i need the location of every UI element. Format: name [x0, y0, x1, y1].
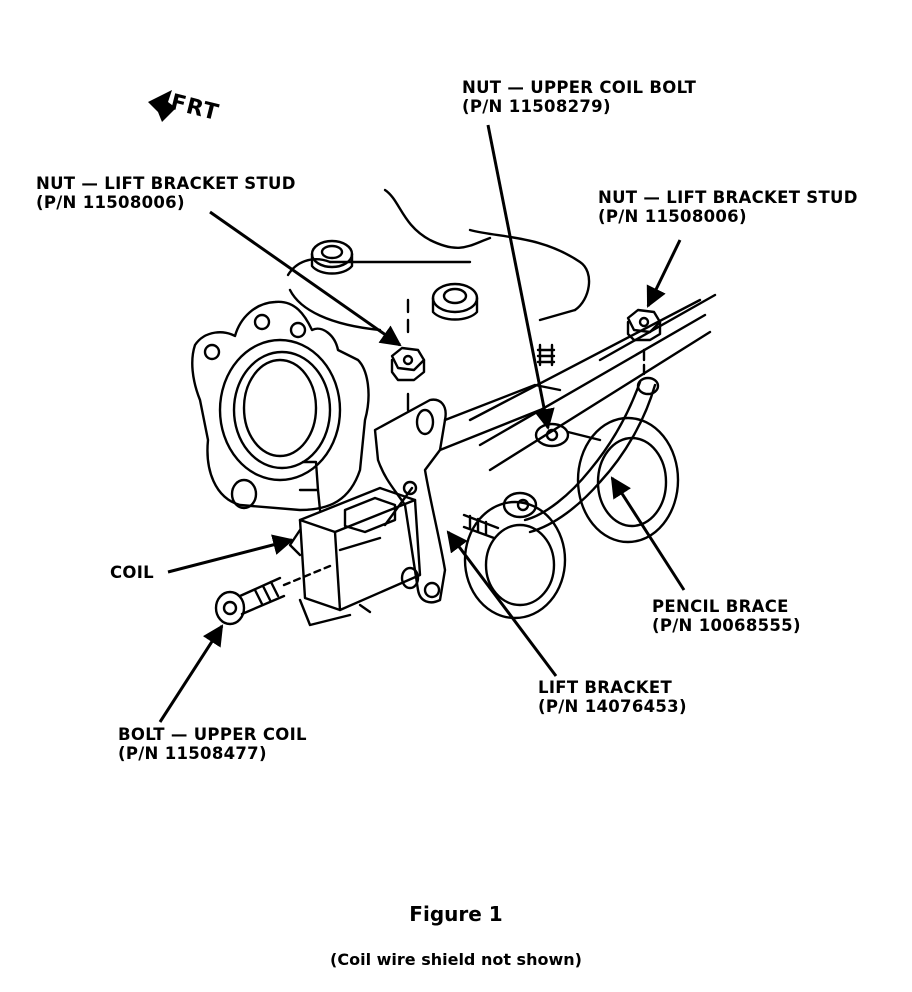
leader-nut-lift-bracket-left — [209, 210, 402, 347]
label-nut-upper-coil-bolt: NUT — UPPER COIL BOLT (P/N 11508279) — [462, 78, 696, 116]
label-part-number: (P/N 11508279) — [462, 97, 611, 116]
leader-pencil-brace — [610, 476, 686, 591]
label-part-number: (P/N 11508006) — [36, 193, 185, 212]
lift-bracket — [373, 383, 562, 604]
label-name: PENCIL BRACE — [652, 597, 789, 616]
leader-coil — [167, 534, 295, 574]
label-nut-lift-bracket-stud-left: NUT — LIFT BRACKET STUD (P/N 11508006) — [36, 174, 296, 212]
stud-upper-right — [536, 343, 556, 367]
leader-nut-lift-bracket-right — [646, 239, 682, 308]
bolt-upper-coil-shape — [214, 564, 332, 626]
label-name: BOLT — UPPER COIL — [118, 725, 307, 744]
label-name: LIFT BRACKET — [538, 678, 672, 697]
label-nut-lift-bracket-stud-right: NUT — LIFT BRACKET STUD (P/N 11508006) — [598, 188, 858, 226]
label-coil: COIL — [110, 563, 154, 582]
engine-bolt-center — [431, 282, 479, 321]
label-part-number: (P/N 11508477) — [118, 744, 267, 763]
leader-nut-upper-coil-bolt — [486, 124, 555, 431]
label-part-number: (P/N 14076453) — [538, 697, 687, 716]
stud-lower — [462, 513, 500, 540]
leader-lift-bracket — [446, 530, 558, 677]
pencil-brace-shape — [502, 376, 660, 534]
label-part-number: (P/N 10068555) — [652, 616, 801, 635]
nut-right-shape — [626, 308, 662, 376]
label-name: NUT — UPPER COIL BOLT — [462, 78, 697, 97]
label-pencil-brace: PENCIL BRACE (P/N 10068555) — [652, 597, 801, 635]
label-lift-bracket: LIFT BRACKET (P/N 14076453) — [538, 678, 687, 716]
nut-left-shape — [390, 298, 426, 412]
intake-runners — [463, 293, 717, 620]
label-name: NUT — LIFT BRACKET STUD — [598, 188, 858, 207]
label-name: NUT — LIFT BRACKET STUD — [36, 174, 296, 193]
label-bolt-upper-coil: BOLT — UPPER COIL (P/N 11508477) — [118, 725, 307, 763]
front-direction-marker: FRT — [146, 84, 246, 144]
engine-block — [286, 188, 591, 332]
leader-bolt-upper-coil — [158, 624, 224, 723]
figure-note: (Coil wire shield not shown) — [330, 950, 582, 969]
figure-title: Figure 1 — [409, 902, 503, 926]
label-name: COIL — [110, 563, 154, 582]
coil-shape — [288, 460, 422, 627]
front-arrow-icon — [148, 90, 176, 122]
label-part-number: (P/N 11508006) — [598, 207, 747, 226]
engine-bolt-left — [310, 239, 354, 275]
throttle-body — [191, 300, 370, 512]
